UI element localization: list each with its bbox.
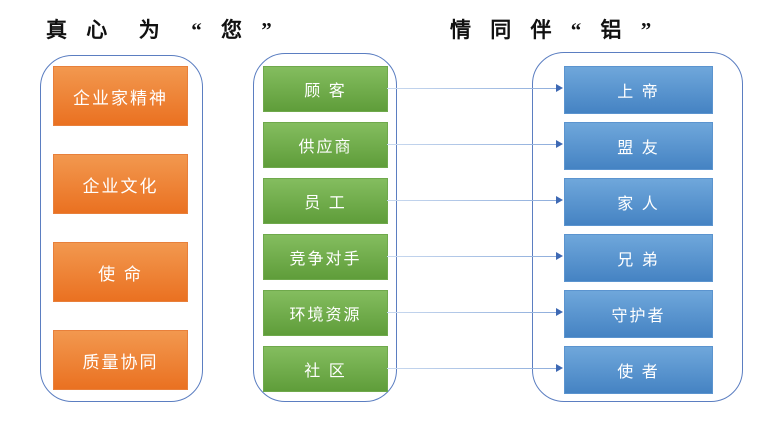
- values-group-container: 企业家精神 企业文化 使 命 质量协同: [40, 55, 203, 402]
- stakeholder-box-supplier: 供应商: [263, 122, 388, 168]
- arrowhead-icon: [556, 308, 563, 316]
- connector-arrow-4: [387, 252, 563, 261]
- arrow-shaft: [387, 368, 556, 370]
- stakeholder-box-employee: 员 工: [263, 178, 388, 224]
- stakeholder-box-customer: 顾 客: [263, 66, 388, 112]
- role-box-family: 家 人: [564, 178, 713, 226]
- stakeholder-box-competitor: 竞争对手: [263, 234, 388, 280]
- role-box-brother: 兄 弟: [564, 234, 713, 282]
- page-title-right: 情 同 伴 “ 铝 ”: [450, 18, 659, 42]
- value-box-corporate-culture: 企业文化: [53, 154, 188, 214]
- role-box-messenger: 使 者: [564, 346, 713, 394]
- arrow-shaft: [387, 256, 556, 258]
- role-box-god: 上 帝: [564, 66, 713, 114]
- arrowhead-icon: [556, 140, 563, 148]
- value-box-quality-synergy: 质量协同: [53, 330, 188, 390]
- stakeholders-group-container: 顾 客 供应商 员 工 竞争对手 环境资源 社 区: [253, 53, 397, 402]
- connector-arrow-2: [387, 140, 563, 149]
- connector-arrow-6: [387, 364, 563, 373]
- value-box-entrepreneur-spirit: 企业家精神: [53, 66, 188, 126]
- role-box-guardian: 守护者: [564, 290, 713, 338]
- connector-arrow-3: [387, 196, 563, 205]
- value-box-mission: 使 命: [53, 242, 188, 302]
- stakeholder-box-community: 社 区: [263, 346, 388, 392]
- connector-arrow-1: [387, 84, 563, 93]
- connector-arrow-5: [387, 308, 563, 317]
- page-title-left: 真 心 为 “ 您 ”: [46, 18, 279, 42]
- stakeholder-box-environment: 环境资源: [263, 290, 388, 336]
- arrow-shaft: [387, 200, 556, 202]
- arrow-shaft: [387, 312, 556, 314]
- roles-group-container: 上 帝 盟 友 家 人 兄 弟 守护者 使 者: [532, 52, 743, 402]
- arrowhead-icon: [556, 364, 563, 372]
- arrow-shaft: [387, 144, 556, 146]
- arrowhead-icon: [556, 84, 563, 92]
- arrowhead-icon: [556, 196, 563, 204]
- arrow-shaft: [387, 88, 556, 90]
- arrowhead-icon: [556, 252, 563, 260]
- role-box-ally: 盟 友: [564, 122, 713, 170]
